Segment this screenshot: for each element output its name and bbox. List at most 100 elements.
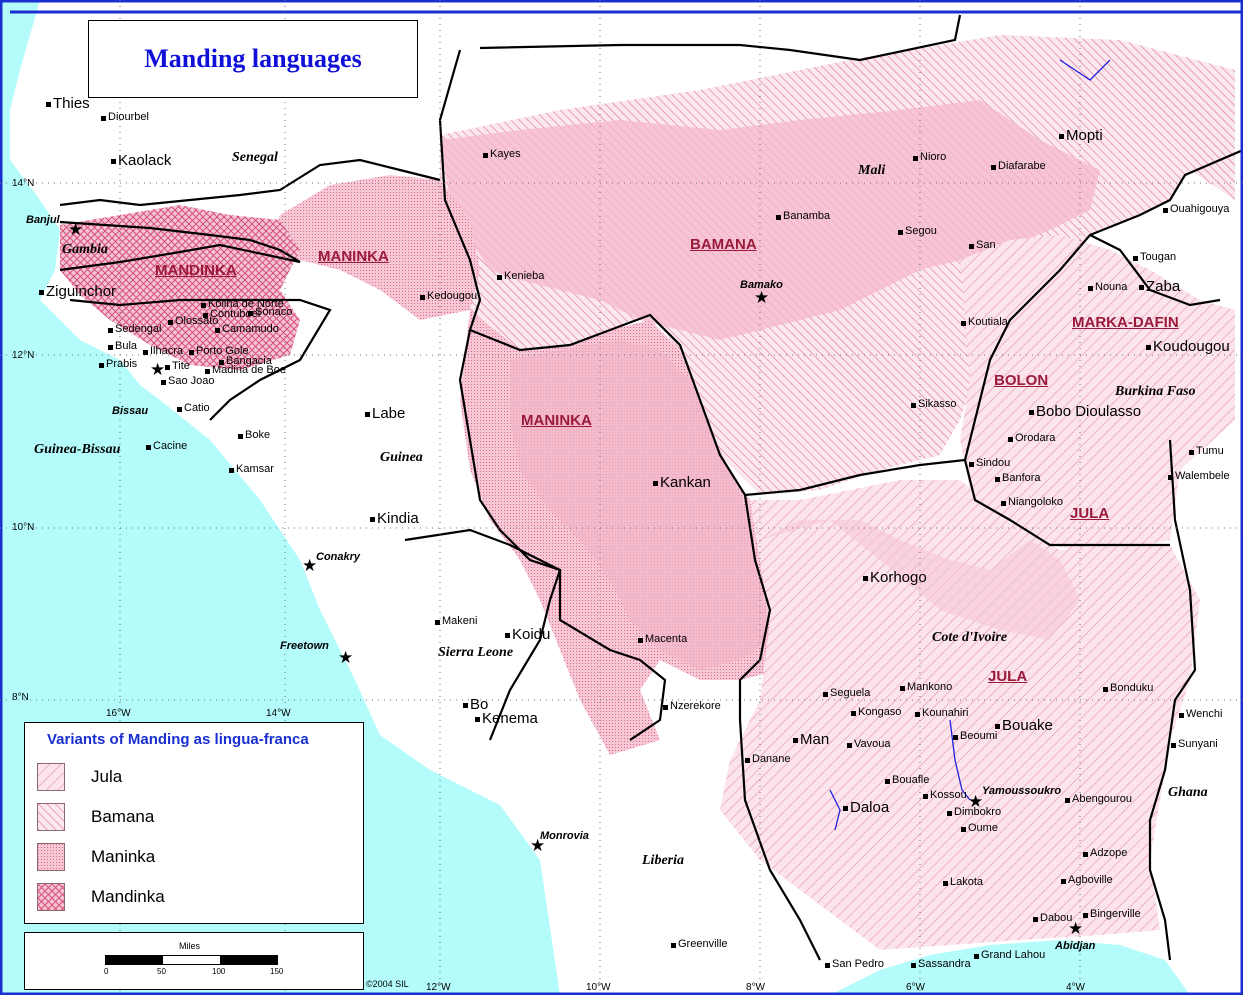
city-marker-icon xyxy=(911,403,916,408)
city-marker-icon xyxy=(793,738,798,743)
city-marker-icon xyxy=(663,705,668,710)
country-label: Senegal xyxy=(232,150,278,165)
city-marker-icon xyxy=(823,692,828,697)
capital-label: Freetown xyxy=(280,640,329,652)
longitude-label: 10°W xyxy=(586,982,611,993)
city-label: Macenta xyxy=(645,633,688,645)
country-label: Guinea xyxy=(380,450,423,465)
city-label: Bula xyxy=(115,340,138,352)
city-label: Kossou xyxy=(930,789,967,801)
jula-swatch xyxy=(37,763,65,791)
city-label: Grand Lahou xyxy=(981,949,1046,961)
city-marker-icon xyxy=(505,633,510,638)
city-label: Kaolack xyxy=(118,152,172,169)
city-label: Kamsar xyxy=(236,463,274,475)
city-marker-icon xyxy=(1179,713,1184,718)
city-marker-icon xyxy=(143,350,148,355)
city-label: Sunyani xyxy=(1178,738,1218,750)
city-label: Catio xyxy=(184,402,210,414)
city-marker-icon xyxy=(900,686,905,691)
country-label: Guinea-Bissau xyxy=(34,442,121,457)
city-label: Vavoua xyxy=(854,738,891,750)
city-label: Beoumi xyxy=(960,730,998,742)
city-marker-icon xyxy=(653,481,658,486)
city-label: Koudougou xyxy=(1153,338,1230,355)
capital-star-icon: ★ xyxy=(338,648,354,668)
language-region-label: MANINKA xyxy=(318,248,389,265)
city-label: Adzope xyxy=(1090,847,1128,859)
city-label: Koidu xyxy=(512,626,551,643)
city-marker-icon xyxy=(111,159,116,164)
city-label: Oume xyxy=(968,822,998,834)
maninka-west xyxy=(270,175,480,320)
city-label: Diourbel xyxy=(108,111,149,123)
city-marker-icon xyxy=(483,153,488,158)
mandinka-swatch xyxy=(37,883,65,911)
city-label: Zaba xyxy=(1146,278,1181,295)
city-label: Ziguinchor xyxy=(46,283,117,300)
city-marker-icon xyxy=(923,794,928,799)
legend: Variants of Manding as lingua-franca Jul… xyxy=(24,722,364,924)
city-label: Sonaco xyxy=(255,306,293,318)
city-label: San Pedro xyxy=(832,958,884,970)
city-label: Tite xyxy=(172,360,190,372)
city-marker-icon xyxy=(203,313,208,318)
city-marker-icon xyxy=(969,244,974,249)
country-label: Cote d'Ivoire xyxy=(932,630,1008,645)
city-marker-icon xyxy=(219,360,224,365)
city-marker-icon xyxy=(1133,256,1138,261)
map-title-box: Manding languages xyxy=(88,20,418,98)
city-marker-icon xyxy=(825,963,830,968)
longitude-label: 4°W xyxy=(1066,982,1085,993)
language-region-label: BAMANA xyxy=(690,236,757,253)
city-label: Boke xyxy=(245,429,271,441)
city-marker-icon xyxy=(1168,475,1173,480)
city-label: Lakota xyxy=(950,876,984,888)
city-label: Bingerville xyxy=(1090,908,1141,920)
city-label: Sao Joao xyxy=(168,375,215,387)
city-label: Sindou xyxy=(976,457,1011,469)
city-marker-icon xyxy=(974,954,979,959)
city-label: Kankan xyxy=(660,474,711,491)
longitude-label: 16°W xyxy=(106,708,131,719)
city-label: Niangoloko xyxy=(1008,496,1064,508)
scale-title: Miles xyxy=(179,941,201,951)
city-marker-icon xyxy=(1029,410,1034,415)
city-marker-icon xyxy=(1001,501,1006,506)
city-marker-icon xyxy=(99,363,104,368)
city-marker-icon xyxy=(177,407,182,412)
city-marker-icon xyxy=(101,116,106,121)
capital-label: Banjul xyxy=(26,214,60,226)
capital-label: Yamoussoukro xyxy=(982,785,1062,797)
legend-label: Jula xyxy=(91,767,123,786)
city-label: Segou xyxy=(905,225,937,237)
city-marker-icon xyxy=(238,434,243,439)
city-label: Bouake xyxy=(1002,717,1053,734)
city-marker-icon xyxy=(248,311,253,316)
city-marker-icon xyxy=(146,445,151,450)
legend-item-bamana: Bamana xyxy=(37,803,154,831)
legend-label: Maninka xyxy=(91,847,156,866)
city-marker-icon xyxy=(863,576,868,581)
city-label: Ouahigouya xyxy=(1170,203,1230,215)
city-label: Dabou xyxy=(1040,912,1073,924)
city-label: Bonduku xyxy=(1110,682,1154,694)
city-marker-icon xyxy=(913,156,918,161)
credit: ©2004 SIL xyxy=(366,979,409,989)
city-label: Kayes xyxy=(490,148,521,160)
scale-tick: 50 xyxy=(157,967,166,976)
city-marker-icon xyxy=(776,215,781,220)
city-marker-icon xyxy=(189,350,194,355)
city-label: Kindia xyxy=(377,510,419,527)
legend-item-maninka: Maninka xyxy=(37,843,155,871)
longitude-label: 8°W xyxy=(746,982,765,993)
city-marker-icon xyxy=(847,743,852,748)
city-label: Bo xyxy=(470,696,489,713)
city-marker-icon xyxy=(1059,134,1064,139)
city-label: Bobo Dioulasso xyxy=(1036,403,1142,420)
city-marker-icon xyxy=(1065,798,1070,803)
maninka-guinea-core xyxy=(510,340,770,670)
city-label: Sikasso xyxy=(918,398,957,410)
city-label: Porto Gole xyxy=(196,345,249,357)
